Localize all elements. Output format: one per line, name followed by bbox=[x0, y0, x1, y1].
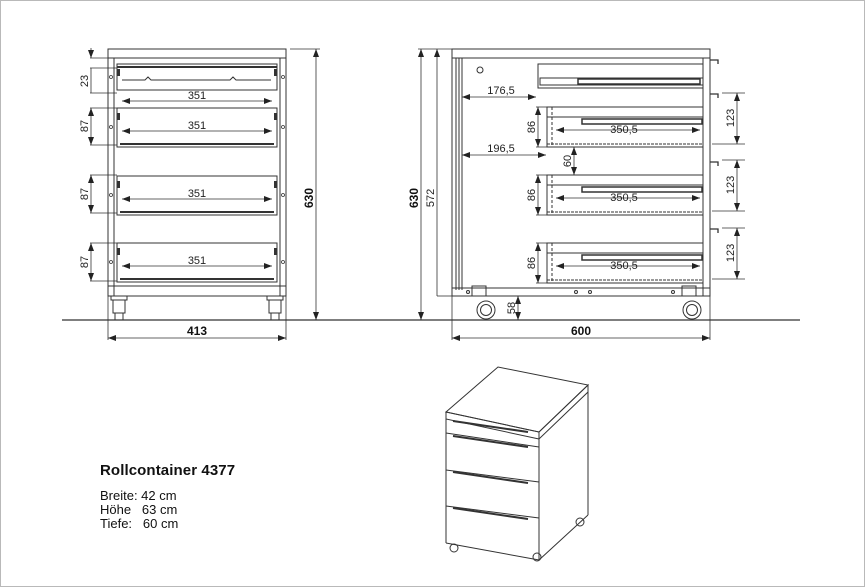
dim-side-body-height: 572 bbox=[425, 189, 437, 207]
side-view-labels: 630 572 176,5 196,5 60 86 86 86 350,5 35… bbox=[407, 85, 737, 338]
dim-front-drawer1-height: 23 bbox=[79, 75, 91, 87]
dim-front-drawer2-width: 351 bbox=[188, 120, 206, 132]
dim-front-pitch-3: 123 bbox=[725, 244, 737, 262]
dim-top-drawer-offset: 176,5 bbox=[487, 85, 515, 97]
spec-width: Breite: 42 cm bbox=[100, 488, 177, 503]
side-view bbox=[451, 48, 719, 320]
dim-side-drawer2-depth: 350,5 bbox=[610, 124, 638, 136]
front-view bbox=[107, 48, 287, 321]
isometric-view bbox=[444, 366, 590, 562]
dim-front-drawer4-width: 351 bbox=[188, 255, 206, 267]
dim-side-total-depth: 600 bbox=[571, 324, 591, 338]
spec-depth: Tiefe: 60 cm bbox=[100, 516, 179, 531]
dim-side-drawer4-height: 86 bbox=[526, 257, 538, 269]
dim-front-total-width: 413 bbox=[187, 324, 207, 338]
dim-front-drawer2-height: 87 bbox=[79, 120, 91, 132]
dim-side-total-height: 630 bbox=[407, 188, 421, 208]
dim-front-drawer3-height: 87 bbox=[79, 188, 91, 200]
dim-front-total-height: 630 bbox=[302, 188, 316, 208]
dim-front-pitch-1: 123 bbox=[725, 109, 737, 127]
dim-side-drawer3-height: 86 bbox=[526, 189, 538, 201]
dim-side-drawer3-depth: 350,5 bbox=[610, 192, 638, 204]
dim-castor-clearance: 58 bbox=[506, 302, 518, 314]
front-view-dimensions bbox=[88, 48, 320, 341]
side-view-dimensions bbox=[418, 48, 745, 341]
dim-front-drawer3-width: 351 bbox=[188, 188, 206, 200]
spec-height: Höhe 63 cm bbox=[100, 502, 178, 517]
dim-front-drawer4-height: 87 bbox=[79, 256, 91, 268]
dim-front-pitch-2: 123 bbox=[725, 176, 737, 194]
dim-front-drawer1-width: 351 bbox=[188, 90, 206, 102]
product-title: Rollcontainer 4377 bbox=[100, 462, 236, 479]
dim-lower-drawer-offset: 196,5 bbox=[487, 143, 515, 155]
dim-side-drawer2-height: 86 bbox=[526, 121, 538, 133]
front-view-labels: 351 351 351 351 23 87 87 87 630 413 bbox=[79, 75, 316, 338]
dim-drawer-gap: 60 bbox=[562, 155, 574, 167]
dim-side-drawer4-depth: 350,5 bbox=[610, 260, 638, 272]
product-info: Rollcontainer 4377 Breite: 42 cm Höhe 63… bbox=[100, 462, 235, 531]
